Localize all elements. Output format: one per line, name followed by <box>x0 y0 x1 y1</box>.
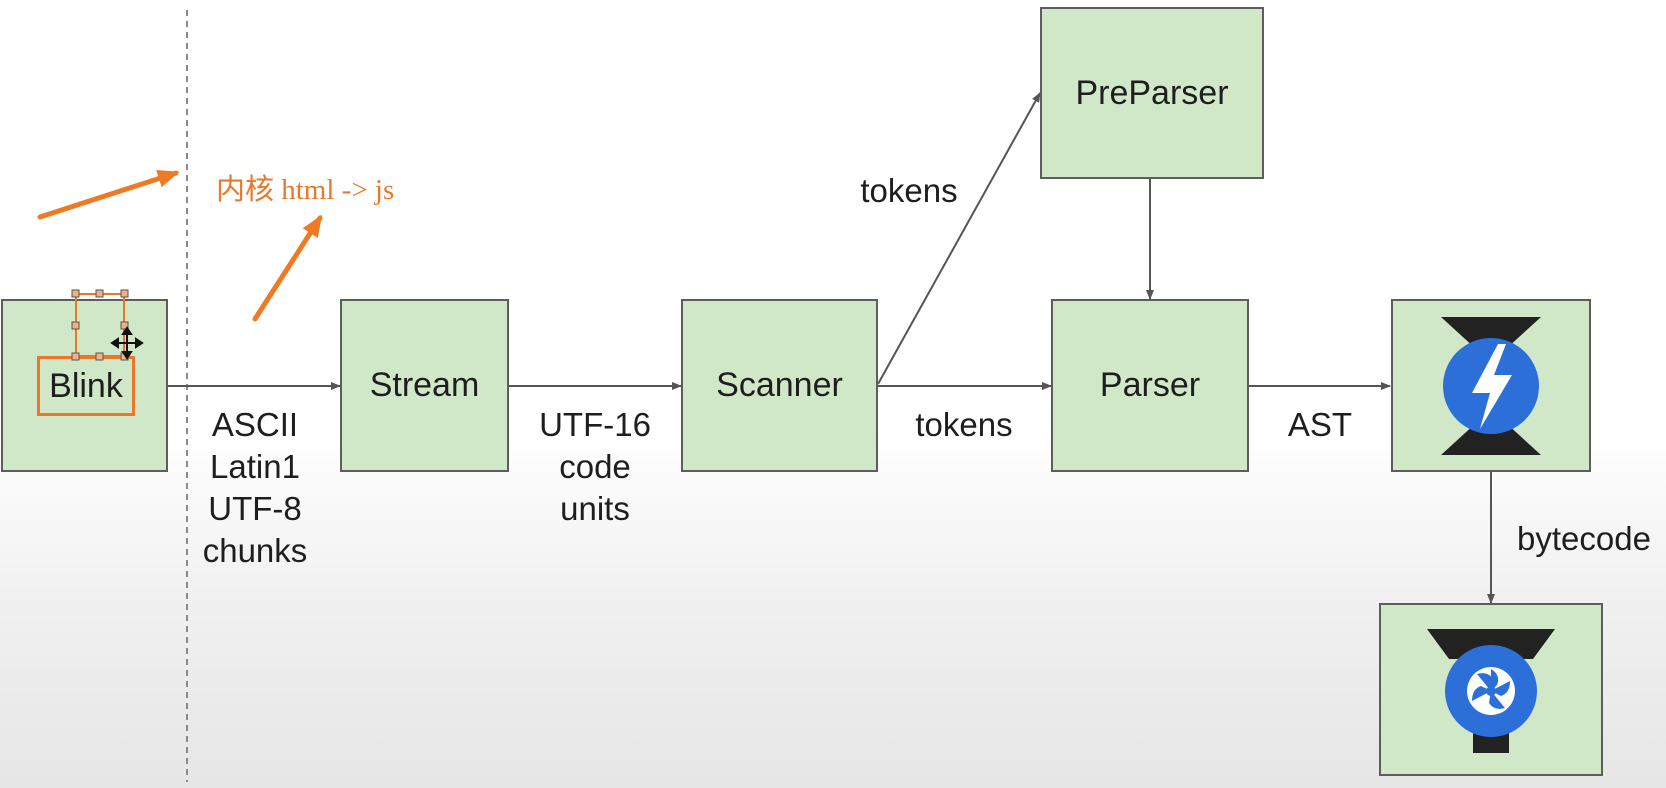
edge-label-line: Latin1 <box>210 448 300 485</box>
node-ignition[interactable] <box>1391 299 1591 472</box>
annotation-arrow-1 <box>37 169 180 220</box>
edge-label-line: chunks <box>202 532 308 569</box>
handle-ml <box>71 321 80 330</box>
edge-label-ignition-turbofan: bytecode <box>1517 520 1651 557</box>
edge-label-blink-stream: ASCII Latin1 UTF-8 chunks <box>190 404 320 572</box>
move-cursor-icon <box>110 326 144 360</box>
node-scanner[interactable]: Scanner <box>681 299 878 472</box>
ignition-logo-icon <box>1441 316 1541 455</box>
edge-label-stream-scanner: UTF-16 code units <box>530 404 660 530</box>
edge-label-line: code <box>559 448 631 485</box>
node-blink[interactable] <box>1 299 168 472</box>
node-preparser[interactable]: PreParser <box>1040 7 1264 179</box>
node-turbofan[interactable] <box>1379 603 1603 776</box>
edge-label-scanner-parser: tokens <box>915 406 1013 443</box>
handle-bl <box>71 352 80 361</box>
handle-tl <box>71 289 80 298</box>
edge-label-scanner-preparser: tokens <box>860 172 958 209</box>
blink-label: Blink <box>49 366 123 405</box>
blink-label-frame[interactable]: Blink <box>37 356 135 416</box>
annotation-arrow-2 <box>252 214 323 322</box>
turbofan-logo-icon <box>1427 628 1555 753</box>
handle-mr <box>120 321 129 330</box>
handle-tm <box>95 289 104 298</box>
edge-label-parser-ignition: AST <box>1287 406 1353 443</box>
arrow-scanner-preparser <box>877 92 1041 385</box>
handle-tr <box>120 289 129 298</box>
edge-label-line: ASCII <box>211 406 299 443</box>
edge-label-line: units <box>560 490 630 527</box>
node-stream[interactable]: Stream <box>340 299 509 472</box>
edge-label-line: UTF-16 <box>539 406 651 443</box>
handle-bm <box>95 352 104 361</box>
annotation-text: 内核 html -> js <box>216 174 395 206</box>
edge-label-line: UTF-8 <box>208 490 302 527</box>
node-parser[interactable]: Parser <box>1051 299 1249 472</box>
